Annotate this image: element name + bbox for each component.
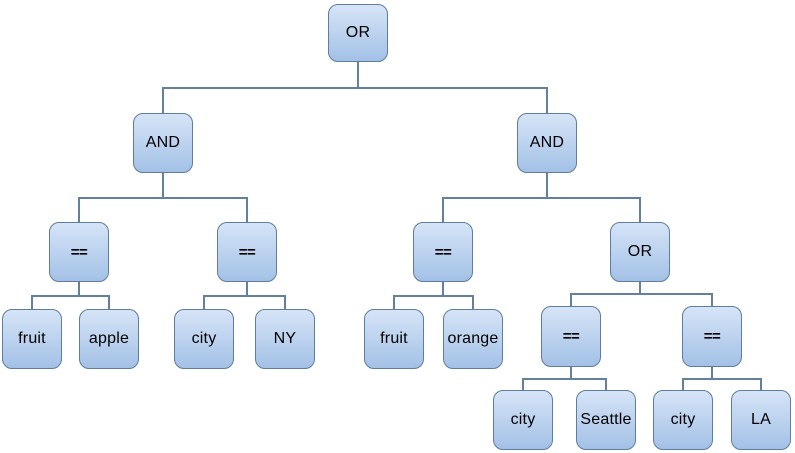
tree-node-leaf-ny: NY [255,309,315,369]
tree-node-label: == [434,243,452,261]
tree-node-label: apple [88,330,130,347]
tree-node-label: == [70,243,88,261]
tree-node-label: LA [751,411,771,428]
tree-node-label: == [238,243,256,261]
tree-node-leaf-la: LA [731,390,791,450]
tree-node-label: OR [345,24,371,41]
tree-node-label: city [670,411,696,428]
tree-node-label: AND [529,134,565,151]
tree-node-eq-fruit-apple: == [49,222,109,282]
tree-node-or-right: OR [610,222,670,282]
tree-node-leaf-fruit-1: fruit [2,309,62,369]
tree-node-leaf-fruit-2: fruit [364,309,424,369]
tree-node-label: city [191,330,217,347]
tree-node-label: == [562,328,580,345]
tree-node-eq-fruit-orange: == [413,222,473,282]
tree-node-eq-city-seattle: == [541,306,601,367]
tree-node-label: fruit [380,330,408,347]
tree-node-label: city [510,411,536,428]
tree-node-label: fruit [18,330,46,347]
tree-node-eq-city-ny: == [217,222,277,282]
tree-node-eq-city-la: == [682,306,742,367]
tree-node-leaf-city-3: city [653,390,713,450]
tree-node-label: AND [145,134,181,151]
tree-node-leaf-apple: apple [79,309,139,369]
tree-node-label: orange [447,330,499,347]
tree-node-leaf-city-2: city [493,390,553,450]
tree-node-leaf-orange: orange [443,309,503,369]
tree-node-or-root: OR [328,4,388,62]
tree-node-leaf-seattle: Seattle [576,390,636,450]
tree-node-label: == [703,328,721,345]
tree-node-and-right: AND [517,113,577,173]
tree-node-label: Seattle [580,411,632,428]
tree-node-leaf-city-1: city [174,309,234,369]
tree-node-and-left: AND [133,113,193,173]
tree-node-label: OR [627,243,653,260]
tree-node-label: NY [273,330,297,347]
